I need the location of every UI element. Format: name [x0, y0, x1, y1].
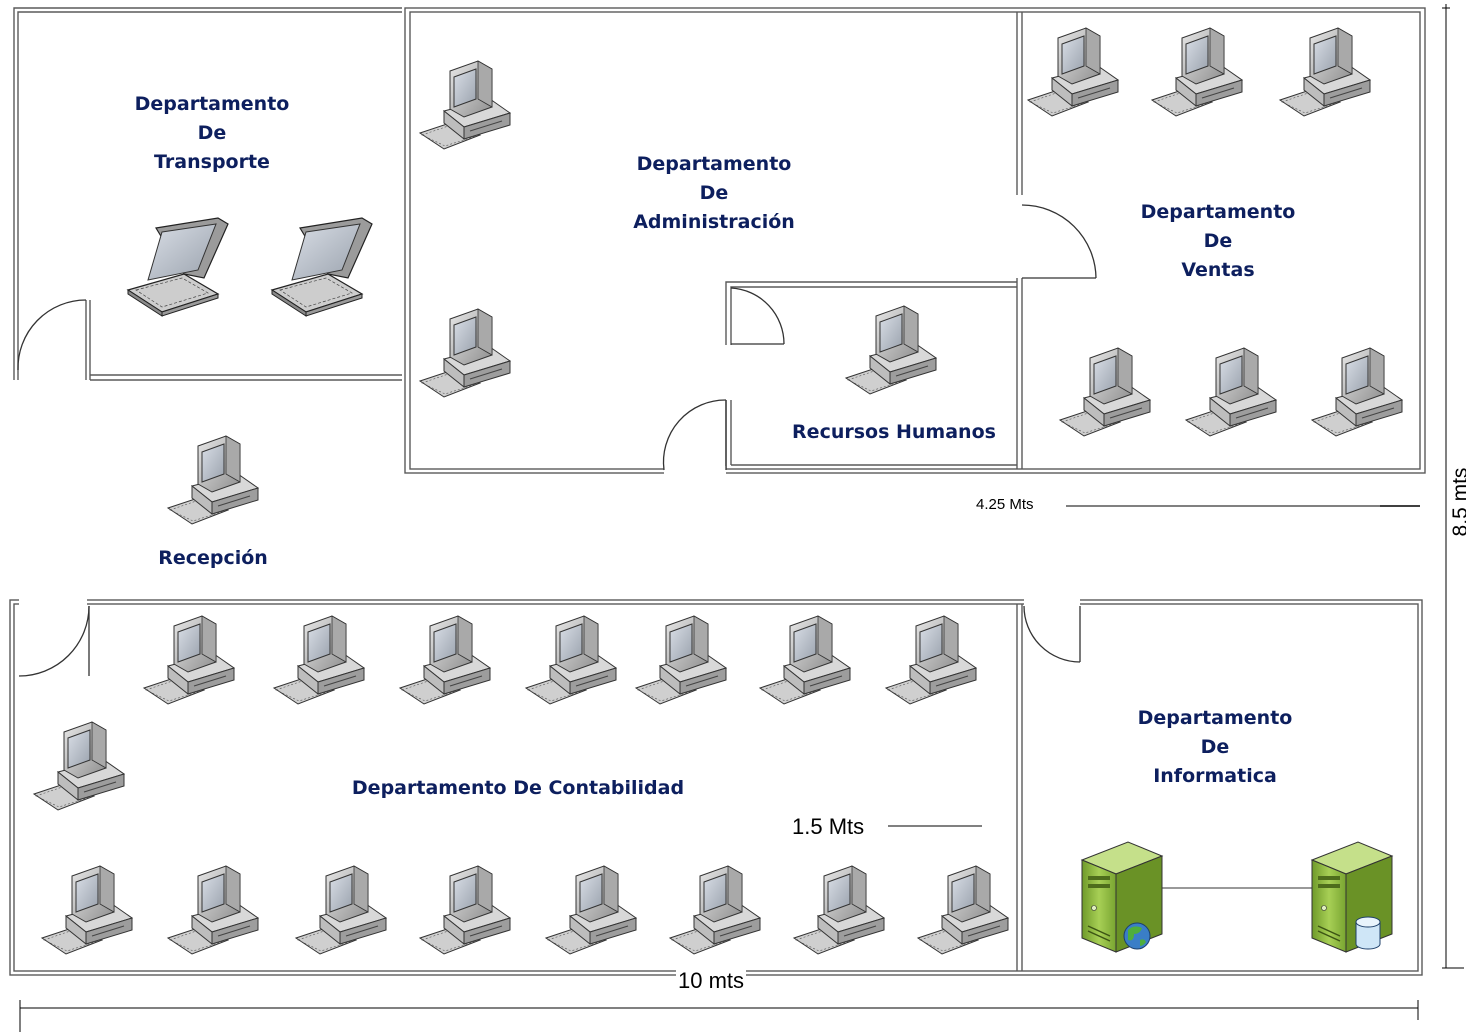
desktop-computer-icon: [33, 721, 125, 811]
dimension-ventas-width: 4.25 Mts: [976, 496, 1034, 513]
label-line: De: [1200, 736, 1230, 758]
label-line: De: [197, 122, 227, 144]
dimension-width: 10 mts: [676, 968, 747, 994]
label-line: Administración: [633, 211, 795, 233]
label-line: De: [1203, 230, 1233, 252]
desktop-computer-icon: [669, 865, 761, 955]
label-contabilidad: Departamento De Contabilidad: [351, 777, 685, 799]
label-line: Ventas: [1181, 259, 1255, 281]
desktop-computer-icon: [419, 865, 511, 955]
desktop-computer-icon: [295, 865, 387, 955]
label-recepcion: Recepción: [158, 547, 268, 569]
desktop-computer-icon: [1027, 27, 1119, 117]
desktop-computer-icon: [845, 305, 937, 395]
desktop-computer-icon: [1059, 347, 1151, 437]
label-line: Departamento: [134, 93, 290, 115]
desktop-computer-icon: [1151, 27, 1243, 117]
label-line: Departamento: [1137, 707, 1293, 729]
label-line: Informatica: [1153, 765, 1277, 787]
label-line: Transporte: [154, 151, 270, 173]
desktop-computer-icon: [635, 615, 727, 705]
desktop-computer-icon: [167, 435, 259, 525]
database-server-icon: [1311, 841, 1393, 953]
dimension-spacing: 1.5 Mts: [792, 814, 865, 839]
desktop-computer-icon: [41, 865, 133, 955]
laptop-icon: [127, 217, 229, 317]
desktop-computer-icon: [167, 865, 259, 955]
desktop-computer-icon: [793, 865, 885, 955]
desktop-computer-icon: [1185, 347, 1277, 437]
web-server-icon: [1081, 841, 1163, 953]
label-transporte: Departamento De Transporte: [112, 90, 312, 177]
label-line: Departamento: [636, 153, 792, 175]
dimension-height: 8.5 mts: [1449, 467, 1466, 537]
label-line: De: [699, 182, 729, 204]
desktop-computer-icon: [545, 865, 637, 955]
desktop-computer-icon: [917, 865, 1009, 955]
desktop-computer-icon: [273, 615, 365, 705]
laptop-icon: [271, 217, 373, 317]
desktop-computer-icon: [1279, 27, 1371, 117]
label-administracion: Departamento De Administración: [604, 150, 824, 237]
label-line: Departamento: [1140, 201, 1296, 223]
desktop-computer-icon: [885, 615, 977, 705]
label-informatica: Departamento De Informatica: [1114, 704, 1316, 791]
desktop-computer-icon: [419, 60, 511, 150]
label-ventas: Departamento De Ventas: [1118, 198, 1318, 285]
desktop-computer-icon: [143, 615, 235, 705]
desktop-computer-icon: [419, 308, 511, 398]
desktop-computer-icon: [399, 615, 491, 705]
label-recursos-humanos: Recursos Humanos: [792, 421, 996, 443]
desktop-computer-icon: [759, 615, 851, 705]
desktop-computer-icon: [1311, 347, 1403, 437]
desktop-computer-icon: [525, 615, 617, 705]
